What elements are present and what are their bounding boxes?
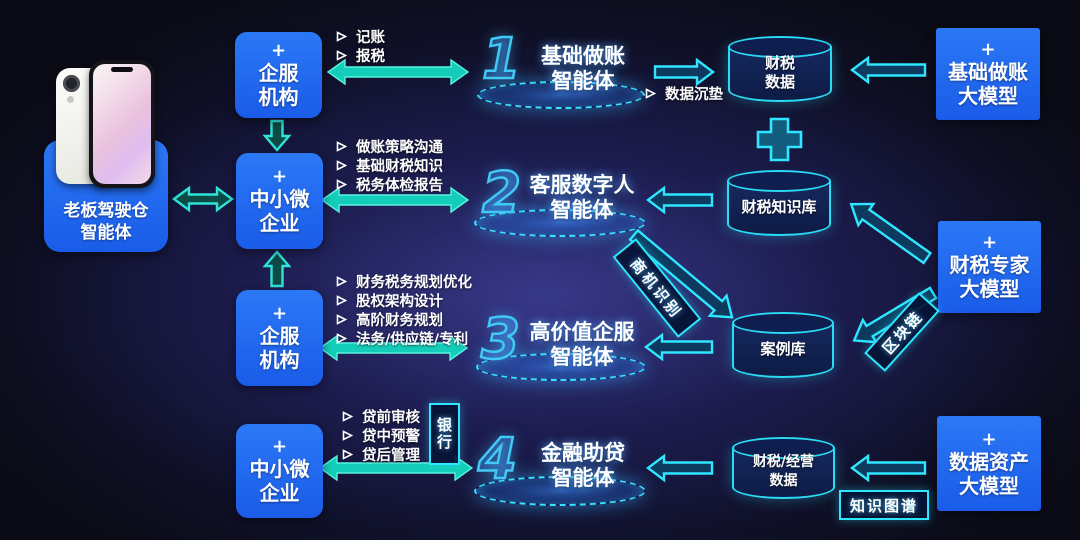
list-item: 财务税务规划优化 xyxy=(336,272,472,291)
bullet-list-row4: 贷前审核 贷中预警 贷后管理 xyxy=(342,407,420,464)
list-item: 报税 xyxy=(336,46,385,65)
database-fiscal-operation-data: 财税/经营数据 xyxy=(732,437,835,499)
model-box-label: 大模型 xyxy=(959,277,1020,301)
agent1-title: 基础做账智能体 xyxy=(541,44,625,93)
bullet-list-row3: 财务税务规划优化 股权架构设计 高阶财务规划 法务/供应链/专利 xyxy=(336,272,472,348)
org-box-label: 企业 xyxy=(259,481,300,505)
plus-label: + xyxy=(270,40,287,61)
model-box-label: 基础做账 xyxy=(948,60,1028,84)
double-arrow-row1 xyxy=(326,58,470,86)
bullet-list-row2: 做账策略沟通 基础财税知识 税务体检报告 xyxy=(336,137,443,194)
model-box-label: 大模型 xyxy=(958,84,1018,108)
list-item: 法务/供应链/专利 xyxy=(336,329,472,348)
model-box-label: 财税专家 xyxy=(949,253,1030,277)
agent2-glow-platform xyxy=(474,209,646,237)
org-box-sme-2: + 中小微 企业 xyxy=(236,424,323,518)
agent4-title: 金融助贷智能体 xyxy=(541,441,625,490)
arrow-model2-to-db2 xyxy=(849,202,933,265)
phone-notch xyxy=(111,67,133,72)
agent1-number: 1 xyxy=(481,27,522,92)
plus-label: + xyxy=(980,39,996,60)
list-item: 税务体检报告 xyxy=(336,175,443,194)
data-accumulation-note: 数据沉垫 xyxy=(645,84,723,103)
org-box-label: 企业 xyxy=(259,211,300,235)
arrow-model3-to-db4 xyxy=(850,453,927,483)
org-box-service-agency-2: + 企服 机构 xyxy=(236,290,323,386)
arrow-model1-to-db1 xyxy=(850,55,927,85)
list-item: 记账 xyxy=(336,27,385,46)
plus-label: + xyxy=(981,232,998,253)
list-item: 高阶财务规划 xyxy=(336,310,472,329)
agent1-glow-platform xyxy=(477,81,645,109)
boss-cockpit-label-line1: 老板驾驶仓 xyxy=(63,201,149,221)
plus-label: + xyxy=(271,436,288,457)
phone-front xyxy=(89,60,155,188)
double-arrow-phone-org xyxy=(171,185,235,213)
tag-knowledge-graph: 知识图谱 xyxy=(839,490,929,520)
arrow-db4-to-agent4 xyxy=(646,453,714,483)
tag-bank: 银行 xyxy=(429,403,460,465)
boss-cockpit-label-line2: 智能体 xyxy=(80,223,132,243)
model-box-label: 数据资产 xyxy=(949,449,1029,474)
org-box-label: 企服 xyxy=(258,61,299,85)
model-box-label: 大模型 xyxy=(959,473,1019,498)
double-arrow-row2 xyxy=(320,186,470,214)
arrow-db3-to-agent3 xyxy=(644,332,714,362)
org-box-label: 企服 xyxy=(259,324,300,348)
list-item: 做账策略沟通 xyxy=(336,137,443,156)
agent4-number: 4 xyxy=(477,427,518,492)
list-item: 基础财税知识 xyxy=(336,156,443,175)
plus-label: + xyxy=(271,166,288,187)
bullet-list-row1: 记账 报税 xyxy=(336,27,385,65)
org-box-label: 机构 xyxy=(259,348,300,372)
arrow-db2-to-agent2 xyxy=(646,185,714,215)
org-box-sme-1: + 中小微 企业 xyxy=(236,153,323,249)
phone-camera-icon xyxy=(63,75,80,92)
arrow-org1-down xyxy=(262,119,292,152)
list-item: 股权架构设计 xyxy=(336,291,472,310)
arrow-org3-up xyxy=(262,250,292,288)
plus-label: + xyxy=(981,428,997,450)
database-fiscal-tax-knowledge: 财税知识库 xyxy=(727,170,831,236)
model-box-data-asset: + 数据资产 大模型 xyxy=(937,416,1041,511)
list-item: 贷前审核 xyxy=(342,407,420,426)
model-box-tax-expert: + 财税专家 大模型 xyxy=(938,221,1041,313)
phone-image xyxy=(56,60,156,190)
agent2-number: 2 xyxy=(481,161,522,226)
plus-icon xyxy=(756,117,803,162)
database-case-library: 案例库 xyxy=(732,312,834,378)
agent2-title: 客服数字人智能体 xyxy=(529,173,635,222)
agent3-number: 3 xyxy=(480,307,521,372)
org-box-label: 中小微 xyxy=(249,187,310,211)
list-item: 贷中预警 xyxy=(342,426,420,445)
arrow-agent1-to-db1 xyxy=(653,57,715,87)
database-fiscal-tax-data: 财税数据 xyxy=(728,36,832,102)
phone-flash-icon xyxy=(67,96,74,103)
plus-label: + xyxy=(271,303,288,324)
org-box-label: 机构 xyxy=(258,85,299,109)
org-box-service-agency-1: + 企服 机构 xyxy=(235,32,322,118)
org-box-label: 中小微 xyxy=(249,457,310,481)
list-item: 贷后管理 xyxy=(342,445,420,464)
phone-screen xyxy=(93,64,151,184)
double-arrow-row4 xyxy=(318,454,474,482)
list-item: 数据沉垫 xyxy=(645,84,723,103)
model-box-basic-accounting: + 基础做账 大模型 xyxy=(936,28,1040,120)
agent3-glow-platform xyxy=(476,353,646,381)
agent3-title: 高价值企服智能体 xyxy=(529,320,635,369)
agent4-glow-platform xyxy=(474,476,646,506)
